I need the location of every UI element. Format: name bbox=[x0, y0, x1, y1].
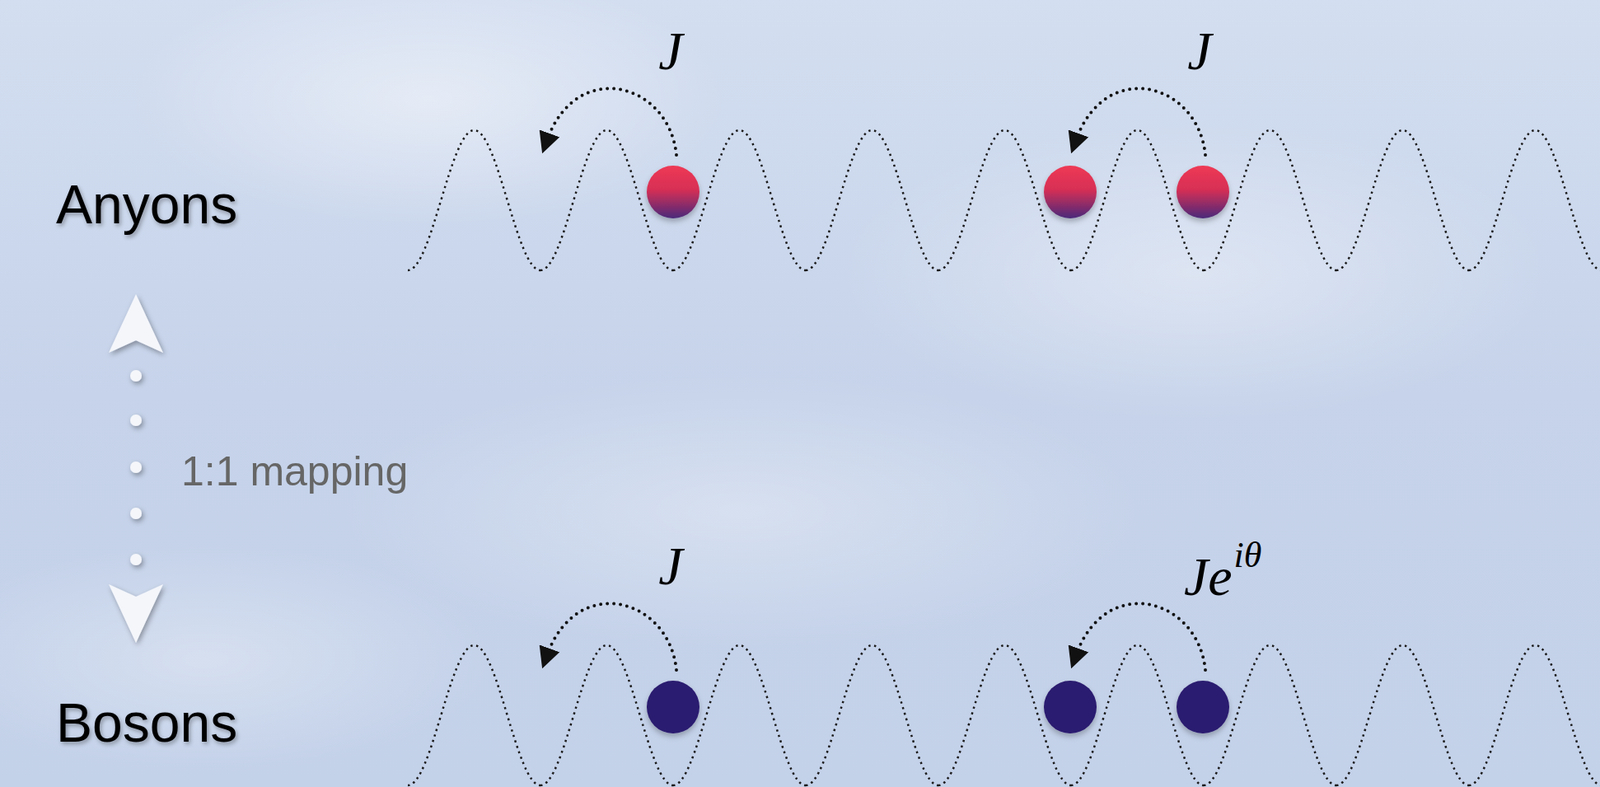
hopping-arrows bbox=[547, 88, 1206, 670]
hopping-amplitude: J bbox=[658, 21, 683, 82]
boson-lattice bbox=[407, 645, 1600, 786]
anyon-particles bbox=[646, 165, 1230, 219]
mapping-double-arrow bbox=[108, 294, 164, 643]
anyon-lattice bbox=[407, 130, 1600, 271]
phase-exponent: iθ bbox=[1234, 535, 1263, 576]
row-title: Anyons bbox=[56, 174, 238, 235]
hopping-amplitude: J bbox=[658, 536, 683, 597]
row-title: Bosons bbox=[56, 692, 238, 754]
hopping-amplitude: Je bbox=[1183, 547, 1233, 608]
hopping-amplitude: J bbox=[1187, 21, 1212, 82]
mapping-label: 1:1 mapping bbox=[181, 449, 408, 495]
boson-particles bbox=[646, 680, 1230, 734]
